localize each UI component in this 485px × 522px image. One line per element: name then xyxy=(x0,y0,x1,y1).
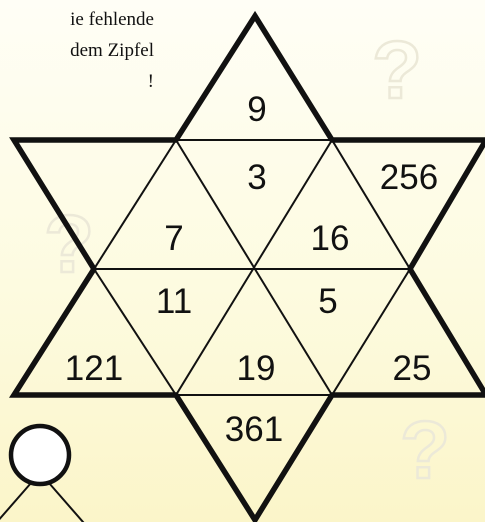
cell-inner-upper-right: 16 xyxy=(311,219,350,258)
cell-inner-top: 3 xyxy=(247,158,266,197)
cell-inner-lower-left: 11 xyxy=(156,282,192,321)
cell-left-lower-tip: 121 xyxy=(65,349,123,388)
cell-bottom-tip: 361 xyxy=(225,410,283,449)
question-mark-icon: ? xyxy=(400,405,450,496)
cell-inner-lower-right: 5 xyxy=(318,282,337,321)
cell-inner-bottom: 19 xyxy=(237,349,276,388)
stick-figure-icon xyxy=(0,426,90,522)
cell-top-tip: 9 xyxy=(247,90,266,129)
question-mark-icon: ? xyxy=(372,25,422,116)
cell-right-lower-tip: 25 xyxy=(393,349,432,388)
cell-inner-upper-left: 7 xyxy=(164,219,183,258)
cell-right-upper-tip: 256 xyxy=(380,158,438,197)
